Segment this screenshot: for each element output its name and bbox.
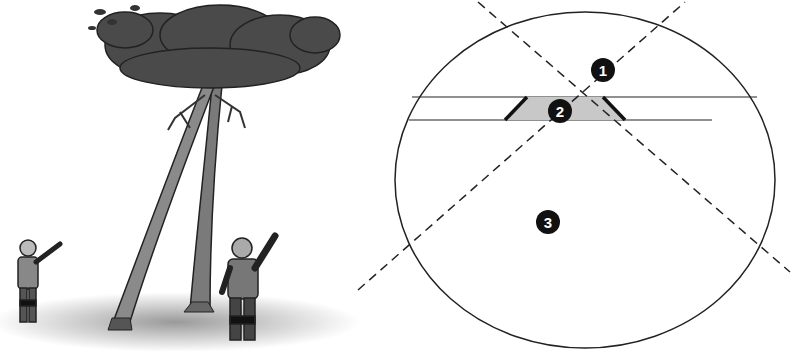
wedge-edge [505,97,527,120]
ground [0,292,360,351]
broken-branches [168,95,245,130]
callout-number: 1 [591,58,615,82]
callout-number: 3 [536,210,560,234]
dashed-line [478,2,790,272]
stump [108,318,132,330]
worker-right [222,236,275,340]
roots [184,302,214,312]
callout-number: 2 [548,99,572,123]
worker-left [18,240,60,322]
flying-leaves [88,5,140,30]
wedge-edge [603,97,625,120]
dashed-line [358,2,685,290]
leaning-trunk [112,80,215,328]
outline-circle [395,12,775,348]
tree-crown [97,5,340,88]
